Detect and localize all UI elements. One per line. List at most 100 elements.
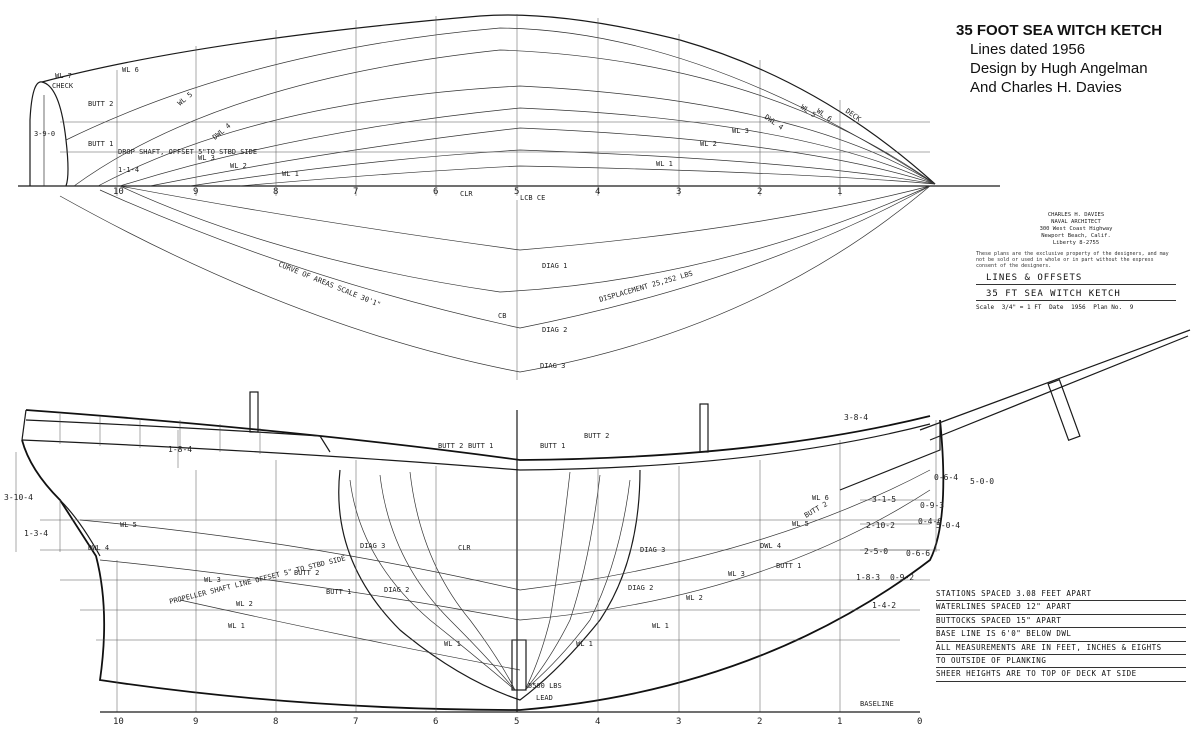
wl6-label-right-profile: WL 6: [812, 494, 829, 502]
dim-3-1-5: 3-1-5: [872, 495, 896, 504]
diag2-label-left: DIAG 2: [384, 586, 409, 594]
wl3-curve: [149, 127, 936, 187]
counter: [59, 499, 101, 557]
architect-city: Newport Beach, Calif.: [1041, 233, 1111, 239]
wl1-label-right-profile: WL 1: [652, 622, 669, 630]
architect-phone: Liberty 8-2755: [1052, 240, 1100, 246]
wl3-label-top: WL 3: [198, 154, 215, 162]
lines-date: Lines dated 1956: [970, 41, 1086, 58]
butt1-label-profile: BUTT 1: [326, 588, 351, 596]
butt1-label-right-profile: BUTT 1: [776, 562, 801, 570]
wl1-curve: [239, 165, 936, 187]
station-2-top: 2: [757, 187, 762, 197]
architect-role: NAVAL ARCHITECT: [1051, 219, 1101, 225]
wl6-label-top: WL 6: [122, 66, 139, 74]
diag1-label-mid: DIAG 1: [542, 262, 567, 270]
diagonal-plan: CURVE OF AREAS SCALE 30'1" DISPLACEMENT …: [59, 185, 931, 380]
station-0-bottom: 0: [917, 717, 922, 727]
dwl4-label-right-profile: DWL 4: [760, 542, 781, 550]
drop-shaft-note: DROP SHAFT, OFFSET 5"TO STBD SIDE: [118, 148, 257, 156]
diag3-label-mid: DIAG 3: [540, 362, 565, 370]
design-credit: Design by Hugh Angelman: [970, 60, 1148, 77]
station-9-top: 9: [193, 187, 198, 197]
wl3-label-right: WL 3: [732, 127, 749, 135]
dwl4-curve: [119, 107, 936, 187]
stern-rail: [21, 409, 27, 441]
dim-1-8-3: 1-8-3: [856, 573, 880, 582]
dim-2-5-0: 2-5-0: [864, 547, 888, 556]
dim-bow-height: 5-0-0: [970, 477, 994, 486]
wl3-label-right-profile: WL 3: [728, 570, 745, 578]
bowsprit: [919, 329, 1191, 431]
diag3-label-right: DIAG 3: [640, 546, 665, 554]
wl7-curve: [65, 27, 936, 185]
half-breadth-plan: 10 9 8 7 6 5 4 3 2 1 WL 7 CHECK WL 6 WL …: [18, 14, 1000, 202]
dim-stern-height: 3-9-0: [34, 130, 55, 138]
dim-freeboard: 1-8-4: [168, 445, 192, 454]
plan-drawing-title: LINES & OFFSETS: [976, 272, 1176, 285]
diag1-curve: [119, 185, 931, 251]
station-3-bottom: 3: [676, 717, 681, 727]
bobstay-fitting: [1047, 378, 1081, 442]
station-5-bottom: 5: [514, 717, 519, 727]
lead-ballast: [511, 639, 527, 691]
station-1-top: 1: [837, 187, 842, 197]
sheer-line: [25, 409, 931, 461]
note-measurements: ALL MEASUREMENTS ARE IN FEET, INCHES & E…: [936, 642, 1186, 656]
stern-transom-plan: [29, 81, 69, 187]
scale-row: Scale 3/4" = 1 FT Date 1956 Plan No. 9: [976, 304, 1176, 311]
wl5-profile-curve: [79, 469, 931, 591]
station-numbers-bottom: 10 9 8 7 6 5 4 3 2 1 0: [113, 717, 922, 727]
station-6-top: 6: [433, 187, 438, 197]
architect-address: 300 West Coast Highway: [1039, 226, 1113, 232]
dim-1-4-2: 1-4-2: [872, 601, 896, 610]
stations-top: [116, 14, 841, 196]
wl5-curve: [97, 85, 936, 187]
wl2-curve: [189, 149, 936, 187]
station-4-bottom: 4: [595, 717, 600, 727]
wl2-label-right: WL 2: [700, 140, 717, 148]
butt2-label-top: BUTT 2: [88, 100, 113, 108]
station-4-top: 4: [595, 187, 600, 197]
butt1-top-left: BUTT 1: [468, 442, 493, 450]
station-8-bottom: 8: [273, 717, 278, 727]
plan-vessel-name: 35 FT SEA WITCH KETCH: [976, 288, 1176, 301]
hull-profile: [21, 419, 945, 711]
station-9-bottom: 9: [193, 717, 198, 727]
butt-profile-curve: [99, 489, 931, 621]
wl1-label-profile: WL 1: [228, 622, 245, 630]
deck-label: DECK: [844, 107, 863, 124]
waterlines-profile: [40, 519, 940, 641]
station-10-bottom: 10: [113, 717, 124, 727]
butt1-label-top: BUTT 1: [88, 140, 113, 148]
station-10-top: 10: [113, 187, 124, 197]
profile-labels: BASELINE 5500 LBS LEAD PROPELLER SHAFT L…: [88, 432, 894, 708]
wl7-label: WL 7: [55, 72, 72, 80]
dim-0-6-6: 0-6-6: [906, 549, 930, 558]
dim-5-0-4: 5-0-4: [936, 521, 960, 530]
wl2-label-profile: WL 2: [236, 600, 253, 608]
deck-edge: [41, 14, 936, 185]
wl5-label-profile: WL 5: [120, 521, 137, 529]
lead-weight-label: 5500 LBS: [528, 682, 562, 690]
scale-label: Scale: [976, 304, 995, 311]
diag2-label-mid: DIAG 2: [542, 326, 567, 334]
butt2-top-right: BUTT 2: [584, 432, 609, 440]
baseline-label: BASELINE: [860, 700, 894, 708]
dim-0-9-2: 0-9-2: [890, 573, 914, 582]
ownership-notice: These plans are the exclusive property o…: [976, 251, 1169, 269]
stations-bottom: [116, 440, 841, 712]
lcb-label-top: LCB CE: [520, 194, 545, 202]
wl2-label-right-profile: WL 2: [686, 594, 703, 602]
cabin-posts: [59, 414, 261, 454]
butt2-top-left: BUTT 2: [438, 442, 463, 450]
diag2-curve: [99, 185, 931, 329]
keel-outline: [338, 469, 641, 701]
clr-label-top: CLR: [460, 190, 473, 198]
wl1-label-top: WL 1: [282, 170, 299, 178]
diag3-curve: [59, 185, 931, 373]
dwl4-label-profile: DWL 4: [88, 544, 109, 552]
station-2-bottom: 2: [757, 717, 762, 727]
dwl1-label-left: WL 1: [444, 640, 461, 648]
